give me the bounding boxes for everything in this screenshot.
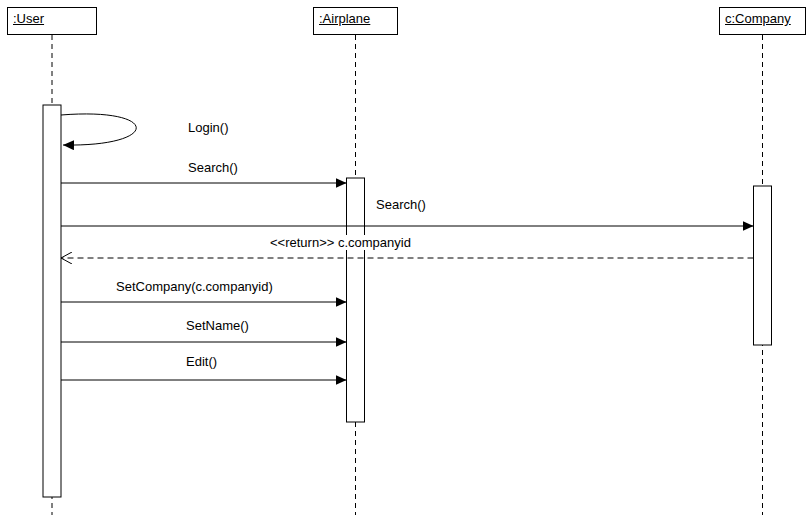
object-name: c:Company: [720, 8, 795, 27]
message-label: Search(): [374, 197, 428, 212]
return-message: [61, 258, 754, 259]
message-arrow: [61, 114, 136, 145]
message-label: Edit(): [184, 354, 219, 369]
object-name: :User: [8, 8, 48, 27]
lifeline-head: c:Company: [719, 7, 806, 35]
message-arrow: [61, 183, 347, 184]
object-name: :Airplane: [314, 8, 374, 27]
message-label: SetName(): [184, 318, 251, 333]
message-label: Login(): [186, 120, 230, 135]
message-arrow: [61, 380, 347, 381]
lifeline-head: :User: [7, 7, 97, 35]
message-label: SetCompany(c.companyid): [114, 279, 275, 294]
message-arrow: [61, 226, 754, 227]
activation-bar: [754, 186, 772, 345]
activation-bar: [43, 105, 61, 497]
message-label: Search(): [186, 160, 240, 175]
activation-bar: [347, 178, 365, 422]
message-arrow: [61, 342, 347, 343]
message-label: <<return>> c.companyid: [268, 235, 413, 250]
message-arrow: [61, 302, 347, 303]
lifeline-head: :Airplane: [313, 7, 398, 35]
